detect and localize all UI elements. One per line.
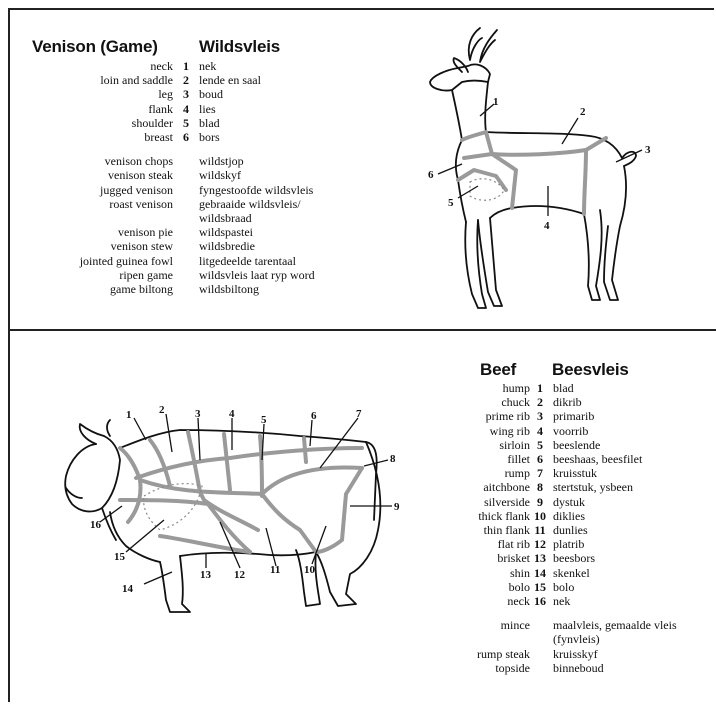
cow-label: 8	[390, 453, 396, 465]
cow-label: 3	[195, 408, 201, 420]
cow-label: 16	[90, 519, 102, 531]
cow-label: 12	[234, 569, 246, 581]
cow-label: 5	[261, 414, 267, 426]
cow-label: 2	[159, 404, 165, 416]
cow-label: 14	[122, 583, 134, 595]
cow-cut-lines	[120, 432, 362, 552]
cow-label: 7	[356, 408, 362, 420]
cow-label: 10	[304, 564, 316, 576]
cow-label: 1	[126, 409, 132, 421]
cow-label: 9	[394, 501, 400, 513]
cow-label: 11	[270, 564, 280, 576]
cow-label: 15	[114, 551, 126, 563]
cow-label: 13	[200, 569, 212, 581]
cow-label: 4	[229, 408, 235, 420]
cow-label: 6	[311, 410, 317, 422]
